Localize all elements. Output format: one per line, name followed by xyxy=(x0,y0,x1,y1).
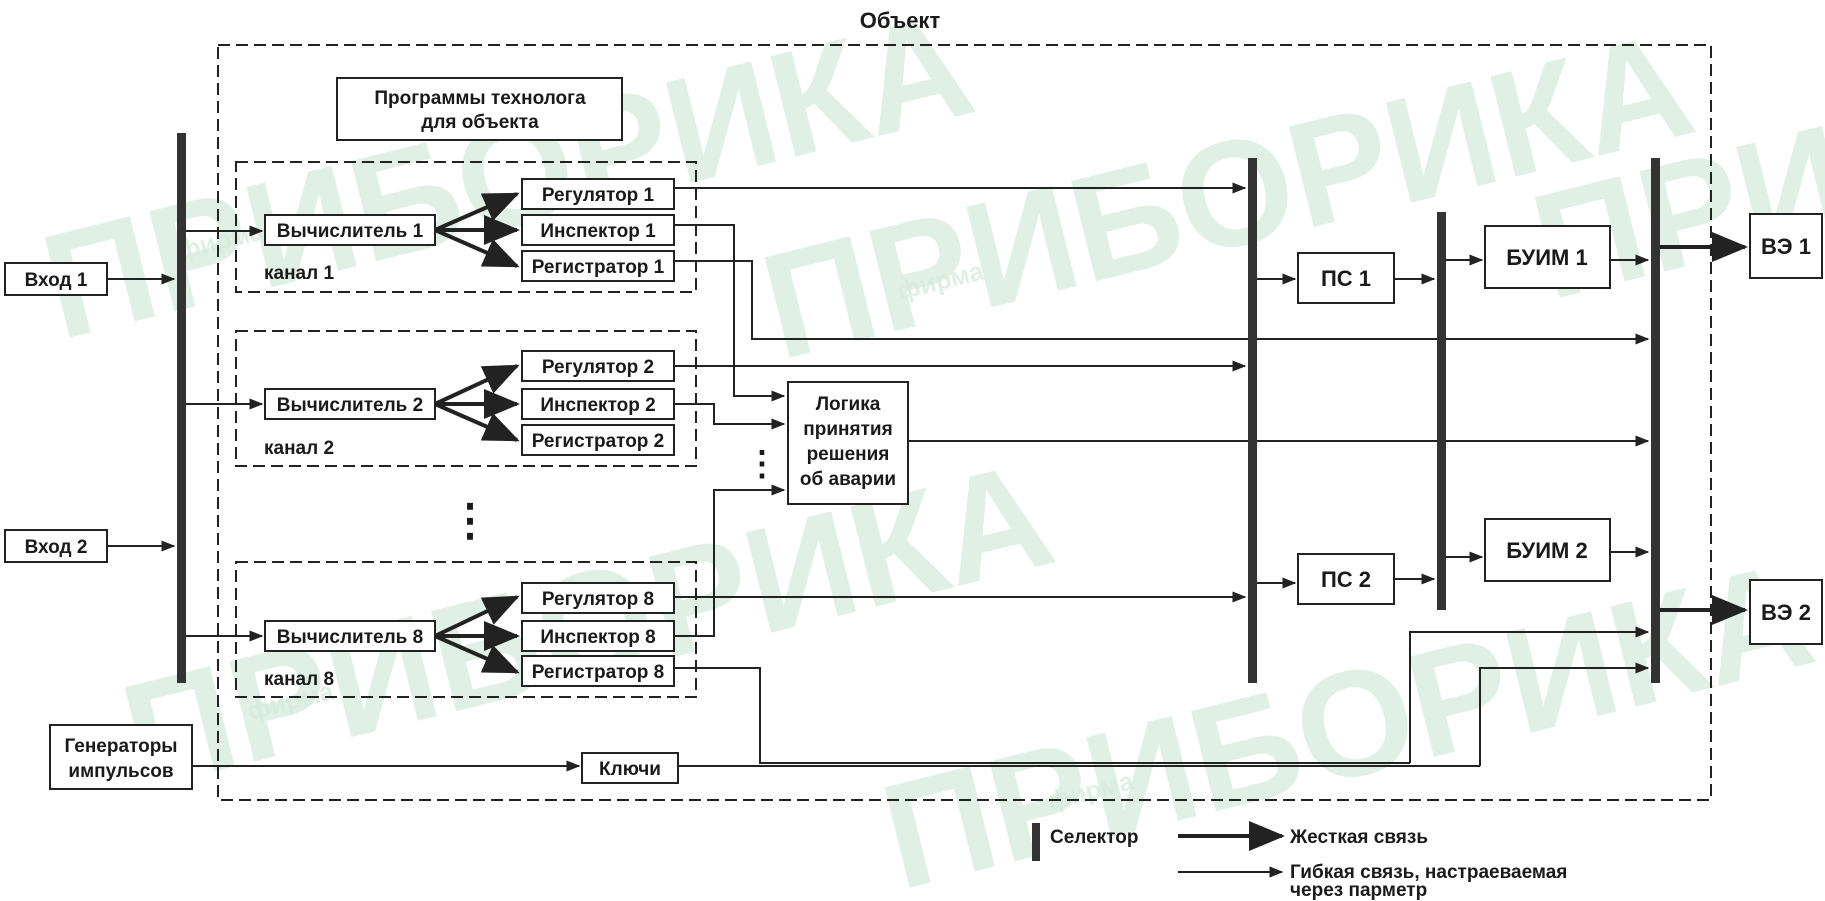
alarm-logic-line2: принятия xyxy=(803,419,892,440)
input-selector xyxy=(177,133,186,683)
object-frame xyxy=(217,44,1712,801)
ps-1-label: ПС 1 xyxy=(1321,266,1371,291)
input-1-label: Вход 1 xyxy=(25,270,88,291)
buim-selector xyxy=(1437,212,1446,610)
input-2-label: Вход 2 xyxy=(25,537,88,558)
channel-1: Вычислитель 1 Регулятор 1 Инспектор 1 Ре… xyxy=(186,161,697,293)
channel-2-frame xyxy=(235,330,697,467)
calculator-1-box xyxy=(264,214,436,246)
inspector-1-label: Инспектор 1 xyxy=(540,221,656,242)
legend-flex-link-label-2: через парметр xyxy=(1290,880,1427,901)
buim-2-label: БУИМ 2 xyxy=(1506,538,1587,563)
logic-inputs-ellipsis: ⋮ xyxy=(745,445,779,483)
legend-selector-swatch xyxy=(1032,823,1040,861)
output-1-box xyxy=(1749,213,1823,279)
ps-2-label: ПС 2 xyxy=(1321,567,1371,592)
output-2-label: ВЭ 2 xyxy=(1761,600,1811,625)
channel-wires xyxy=(674,182,1650,764)
recorder-1-box xyxy=(521,250,675,282)
channel-1-name: канал 1 xyxy=(264,263,334,284)
output-1-label: ВЭ 1 xyxy=(1761,234,1811,259)
keys-label: Ключи xyxy=(599,759,661,780)
inspector-2-label: Инспектор 2 xyxy=(540,395,655,416)
pulse-generators-box xyxy=(49,724,193,790)
calculator-2-box xyxy=(264,388,436,420)
inspector-2-box xyxy=(521,388,675,420)
output-2-box xyxy=(1749,579,1823,645)
regulator-2-label: Регулятор 2 xyxy=(542,357,654,378)
regulator-8-label: Регулятор 8 xyxy=(542,589,654,610)
channel-2-name: канал 2 xyxy=(264,438,334,459)
channel-8-name: канал 8 xyxy=(264,669,334,690)
recorder-8-box xyxy=(521,655,675,687)
recorder-8-label: Регистратор 8 xyxy=(532,662,665,683)
ps-2-box xyxy=(1297,553,1395,605)
output-selector xyxy=(1651,158,1660,683)
alarm-logic-line4: об аварии xyxy=(800,469,896,490)
channel-1-frame xyxy=(235,161,697,293)
alarm-logic-line3: решения xyxy=(807,444,890,465)
buim-1-label: БУИМ 1 xyxy=(1506,245,1587,270)
regulator-8-box xyxy=(521,582,675,614)
calculator-2-label: Вычислитель 2 xyxy=(277,395,423,416)
legend: Селектор Жесткая связь Гибкая связь, нас… xyxy=(1032,821,1567,901)
recorder-2-box xyxy=(521,424,675,456)
recorder-1-label: Регистратор 1 xyxy=(532,257,665,278)
alarm-logic-box xyxy=(787,381,909,505)
buim-1-box xyxy=(1484,225,1611,289)
inspector-1-box xyxy=(521,214,675,246)
calculator-1-label: Вычислитель 1 xyxy=(277,221,424,242)
pulse-generators-line1: Генераторы xyxy=(64,736,177,757)
channels-ellipsis: ⋮ xyxy=(448,496,492,545)
channel-8-frame xyxy=(235,561,697,698)
tech-programs-box xyxy=(336,77,623,141)
keys-box xyxy=(581,752,679,784)
legend-hard-link-label: Жесткая связь xyxy=(1289,827,1428,848)
object-title: Объект xyxy=(860,8,941,33)
buim-2-box xyxy=(1484,518,1611,582)
legend-selector-label: Селектор xyxy=(1050,827,1138,848)
regulator-1-box xyxy=(521,178,675,210)
inspector-8-label: Инспектор 8 xyxy=(540,627,655,648)
tech-programs-line1: Программы технолога xyxy=(374,88,586,109)
calculator-8-label: Вычислитель 8 xyxy=(277,627,423,648)
channel-8: Вычислитель 8 Регулятор 8 Инспектор 8 Ре… xyxy=(186,561,697,698)
pulse-generators-line2: импульсов xyxy=(68,761,173,782)
legend-flex-link-label-1: Гибкая связь, настраеваемая xyxy=(1290,862,1567,883)
inspector-8-box xyxy=(521,620,675,652)
alarm-logic-line1: Логика xyxy=(816,394,881,415)
tech-programs-line2: для объекта xyxy=(421,112,539,133)
recorder-2-label: Регистратор 2 xyxy=(532,431,665,452)
channel-2: Вычислитель 2 Регулятор 2 Инспектор 2 Ре… xyxy=(186,330,697,467)
regulator-1-label: Регулятор 1 xyxy=(542,185,655,206)
ps-selector xyxy=(1248,158,1257,683)
